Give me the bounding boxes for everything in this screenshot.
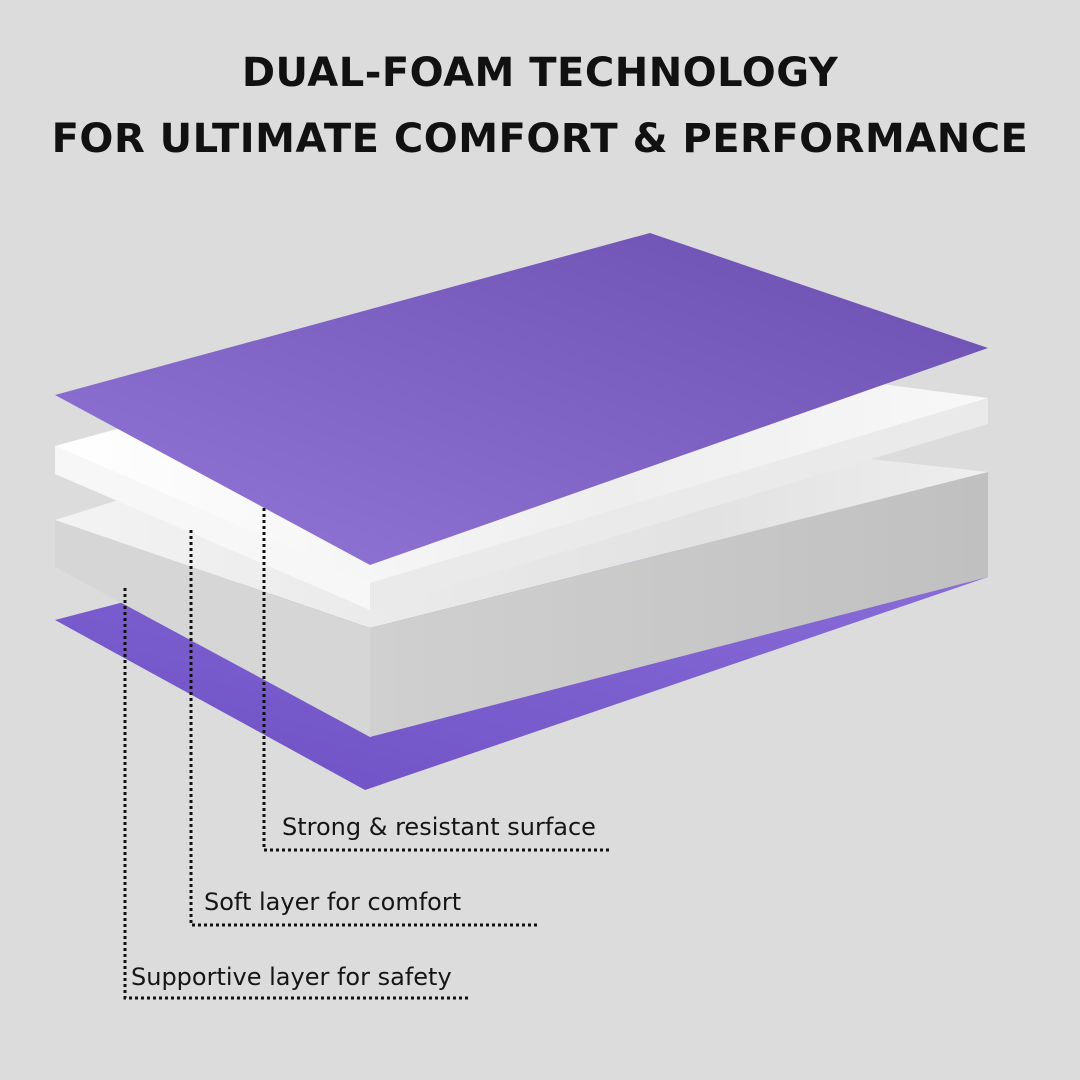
leader-line-comfort — [189, 530, 538, 927]
comfort-layer-front — [55, 446, 370, 610]
headline-line-2: FOR ULTIMATE COMFORT & PERFORMANCE — [51, 116, 1029, 162]
leader-line-surface — [262, 508, 610, 852]
comfort-layer-side — [370, 398, 988, 610]
comfort-layer-label: Soft layer for comfort — [204, 888, 462, 916]
leader-line-support — [123, 588, 470, 1000]
support-layer-side — [370, 472, 988, 737]
surface-layer-top — [55, 233, 988, 565]
support-layer-front — [55, 520, 370, 737]
headline-line-1: DUAL-FOAM TECHNOLOGY — [241, 50, 839, 96]
support-layer-label: Supportive layer for safety — [131, 963, 452, 991]
surface-layer-label: Strong & resistant surface — [282, 813, 596, 841]
